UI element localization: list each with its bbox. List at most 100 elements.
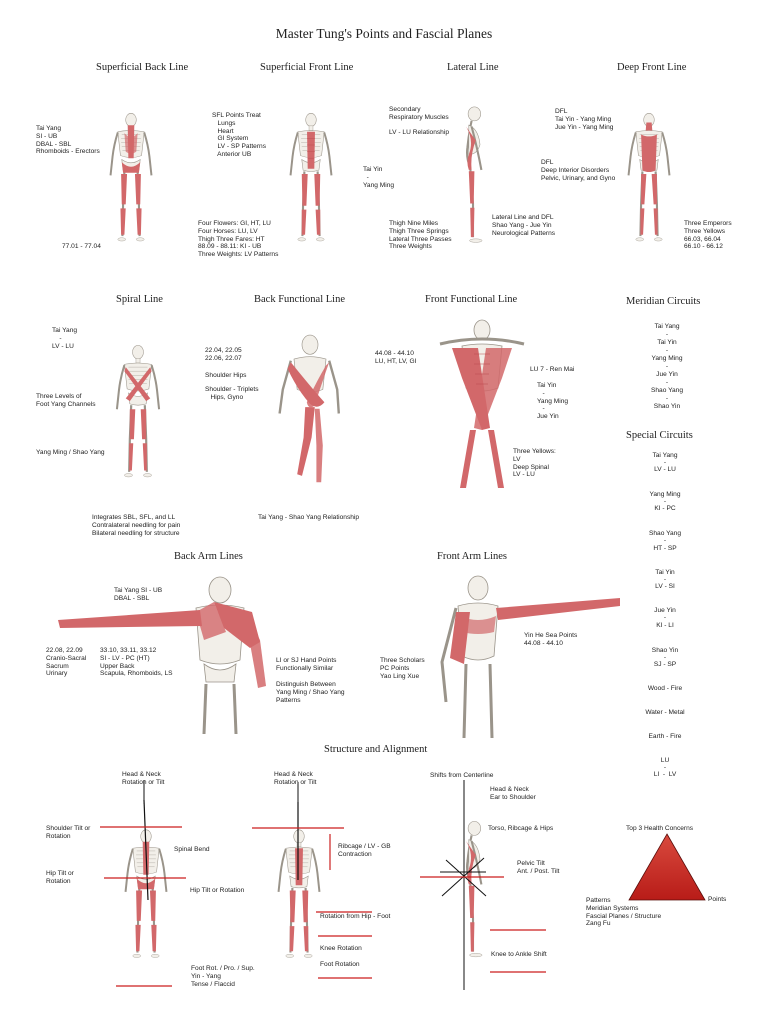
label-bfl-points: 22.04, 22.05 22.06, 22.07 bbox=[205, 347, 242, 362]
structure-figure-front bbox=[266, 797, 332, 992]
label-sfl-four-flowers: Four Flowers: GI, HT, LU Four Horses: LU… bbox=[198, 220, 279, 259]
label-bal-33: 33.10, 33.11, 33.12 SI - LV - PC (HT) Up… bbox=[100, 647, 173, 678]
label-ffl-three-yellows: Three Yellows: LV Deep Spinal LV - LU bbox=[513, 448, 556, 479]
structure-lines-3 bbox=[420, 780, 546, 990]
meridian-dash: - bbox=[665, 379, 669, 386]
label-sa-torso: Torso, Ribcage & Hips bbox=[488, 825, 554, 832]
back-functional-line-figure bbox=[278, 334, 340, 483]
superficial-front-line-figure bbox=[278, 78, 344, 278]
label-fal-yin-he: Yin He Sea Points 44.08 - 44.10 bbox=[524, 632, 578, 647]
label-sa-knee: Knee Rotation bbox=[320, 945, 362, 952]
heading-superficial-front-line: Superficial Front Line bbox=[260, 62, 354, 73]
special-pair-top: Shao Yang bbox=[648, 530, 682, 537]
special-dash: - bbox=[663, 459, 667, 466]
special-pair-top: Tai Yang bbox=[652, 452, 678, 459]
label-sa-ribcage: Ribcage / LV - GB Contraction bbox=[338, 843, 391, 858]
heading-lateral-line: Lateral Line bbox=[447, 62, 499, 73]
meridian-dash: - bbox=[665, 347, 669, 354]
label-sa-rotation: Rotation from Hip - Foot bbox=[320, 913, 391, 920]
label-sa-shoulder: Shoulder Tilt or Rotation bbox=[46, 825, 91, 840]
label-sbl-points: 77.01 - 77.04 bbox=[62, 243, 101, 250]
meridian-dash: - bbox=[665, 395, 669, 402]
special-pair-top: Shao Yin bbox=[651, 647, 679, 654]
label-bfl-tai-yang: Tai Yang - Shao Yang Relationship bbox=[258, 514, 360, 521]
heading-spiral-line: Spiral Line bbox=[116, 294, 163, 305]
label-sa-ankle: Knee to Ankle Shift bbox=[491, 951, 547, 958]
label-top3-patterns: Patterns Meridian Systems Fascial Planes… bbox=[586, 897, 662, 928]
label-bfl-shoulder-triplets: Shoulder - Triplets Hips, Gyno bbox=[205, 386, 259, 401]
label-sa-foot: Foot Rot. / Pro. / Sup. Yin - Yang Tense… bbox=[191, 965, 255, 988]
special-lu: LU bbox=[660, 757, 670, 764]
label-bal-distinguish: Distinguish Between Yang Ming / Shao Yan… bbox=[276, 681, 345, 704]
label-dfl-deep-interior: DFL Deep Interior Disorders Pelvic, Urin… bbox=[541, 159, 616, 182]
front-functional-line-figure bbox=[439, 319, 525, 488]
heading-meridian-circuits: Meridian Circuits bbox=[626, 296, 701, 307]
label-sa-spinal: Spinal Bend bbox=[174, 846, 210, 853]
label-sa-head-neck-1: Head & Neck Rotation or Tilt bbox=[122, 771, 165, 786]
label-lateral-tai-yin: Tai Yin - Yang Ming bbox=[363, 166, 395, 189]
front-arm-lines-figure bbox=[440, 575, 620, 739]
special-li-lv: LI - LV bbox=[653, 771, 677, 778]
structure-lines-1 bbox=[100, 780, 186, 987]
special-pair-bottom: LV - LU bbox=[654, 466, 676, 473]
label-ffl-lu7: LU 7 - Ren Mai bbox=[530, 366, 575, 373]
label-sa-shifts: Shifts from Centerline bbox=[430, 772, 494, 779]
label-spiral-integrates: Integrates SBL, SFL, and LL Contralatera… bbox=[92, 514, 181, 537]
meridian-item: Shao Yang bbox=[650, 387, 684, 394]
label-lateral-lv-lu: LV - LU Relationship bbox=[389, 129, 449, 136]
special-pair-bottom: KI - LI bbox=[656, 622, 674, 629]
spiral-line-figure bbox=[104, 312, 172, 512]
heading-front-functional-line: Front Functional Line bbox=[425, 294, 518, 305]
meridian-item: Shao Yin bbox=[653, 403, 681, 410]
meridian-item: Jue Yin bbox=[656, 371, 678, 378]
label-sa-head-neck-3: Head & Neck Ear to Shoulder bbox=[490, 786, 536, 801]
special-pair-top: Jue Yin bbox=[654, 607, 676, 614]
label-ffl-tai-yin: Tai Yin - Yang Ming - Jue Yin bbox=[537, 382, 569, 421]
deep-front-line-figure bbox=[616, 78, 682, 278]
meridian-item: Tai Yang bbox=[654, 323, 680, 330]
label-dfl-tai-yin: DFL Tai Yin - Yang Ming Jue Yin - Yang M… bbox=[555, 108, 614, 131]
heading-deep-front-line: Deep Front Line bbox=[617, 62, 687, 73]
special-dash: - bbox=[663, 576, 667, 583]
label-ffl-points: 44.08 - 44.10 LU, HT, LV, GI bbox=[375, 350, 417, 365]
label-bal-tai-yang: Tai Yang SI - UB DBAL - SBL bbox=[114, 587, 163, 602]
lateral-line-figure bbox=[438, 78, 508, 273]
special-dash: - bbox=[663, 537, 667, 544]
heading-back-arm-lines: Back Arm Lines bbox=[174, 551, 243, 562]
health-triangle bbox=[628, 833, 706, 901]
heading-top3: Top 3 Health Concerns bbox=[626, 825, 694, 832]
special-element: Wood - Fire bbox=[647, 685, 683, 692]
superficial-back-line-figure bbox=[98, 78, 164, 278]
structure-lines-2 bbox=[252, 782, 372, 979]
label-spiral-yang-ming: Yang Ming / Shao Yang bbox=[36, 449, 105, 456]
label-top3-points: Points bbox=[708, 896, 727, 903]
label-dfl-three-emperors: Three Emperors Three Yellows 66.03, 66.0… bbox=[684, 220, 732, 251]
label-bal-li-sj: LI or SJ Hand Points Functionally Simila… bbox=[276, 657, 337, 672]
label-sfl-points-treat: SFL Points Treat Lungs Heart GI System L… bbox=[212, 112, 266, 158]
special-pair-bottom: LV - SI bbox=[655, 583, 675, 590]
label-sa-hip: Hip Tilt or Rotation bbox=[46, 870, 74, 885]
special-pair-top: Yang Ming bbox=[649, 491, 681, 498]
meridian-item: Tai Yin bbox=[657, 339, 677, 346]
label-bfl-shoulder-hips: Shoulder Hips bbox=[205, 372, 247, 379]
special-pair-top: Tai Yin bbox=[655, 569, 675, 576]
special-dash: - bbox=[663, 498, 667, 505]
label-spiral-tai-yang: Tai Yang - LV - LU bbox=[52, 327, 78, 350]
label-lateral-thigh: Thigh Nine Miles Thigh Three Springs Lat… bbox=[389, 220, 452, 251]
label-fal-three-scholars: Three Scholars PC Points Yao Ling Xue bbox=[380, 657, 425, 680]
label-spiral-three-levels: Three Levels of Foot Yang Channels bbox=[36, 393, 96, 408]
meridian-item: Yang Ming bbox=[651, 355, 683, 362]
meridian-dash: - bbox=[665, 331, 669, 338]
heading-special-circuits: Special Circuits bbox=[626, 430, 693, 441]
heading-superficial-back-line: Superficial Back Line bbox=[96, 62, 189, 73]
back-arm-lines-figure bbox=[58, 576, 266, 735]
heading-back-functional-line: Back Functional Line bbox=[254, 294, 345, 305]
label-bal-22: 22.08, 22.09 Cranio-Sacral Sacrum Urinar… bbox=[46, 647, 87, 678]
heading-front-arm-lines: Front Arm Lines bbox=[437, 551, 507, 562]
meridian-dash: - bbox=[665, 363, 669, 370]
label-sa-head-neck-2: Head & Neck Rotation or Tilt bbox=[274, 771, 317, 786]
special-pair-bottom: KI - PC bbox=[654, 505, 676, 512]
special-pair-bottom: HT - SP bbox=[653, 545, 677, 552]
label-lateral-dfl: Lateral Line and DFL Shao Yang - Jue Yin… bbox=[492, 214, 556, 237]
label-sa-hip-tilt: Hip Tilt or Rotation bbox=[190, 887, 245, 894]
